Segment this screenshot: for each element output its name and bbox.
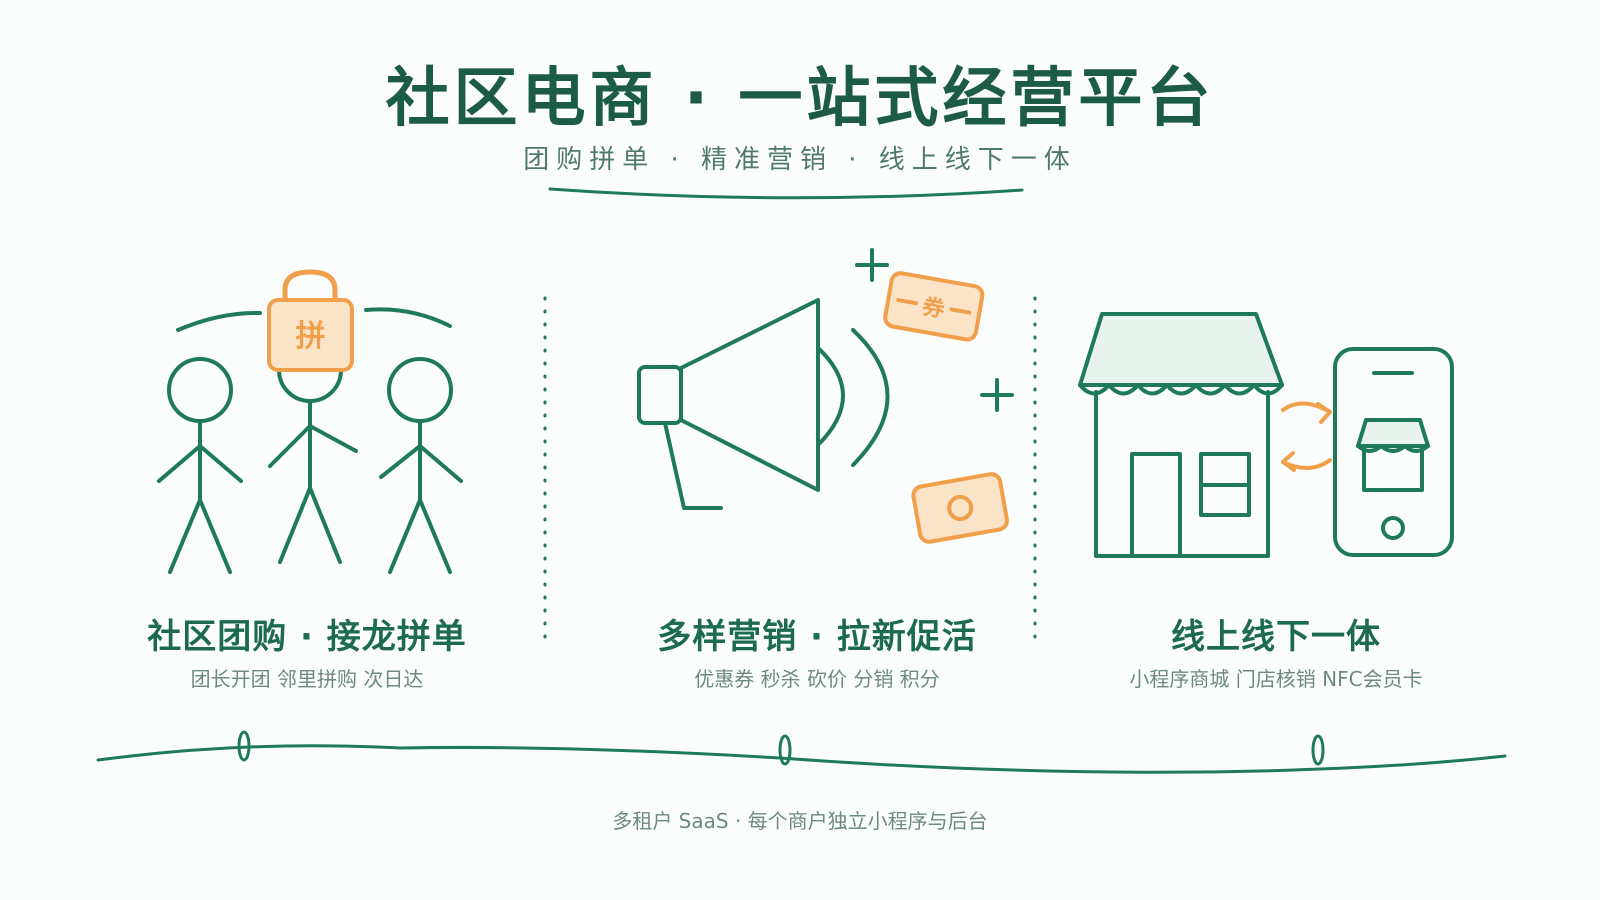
timeline-marker-2 xyxy=(778,734,792,766)
megaphone-icon xyxy=(637,298,890,510)
footer-note: 多租户 SaaS · 每个商户独立小程序与后台 xyxy=(612,809,988,833)
sync-arrows-icon xyxy=(1281,401,1332,472)
connection-arc-right xyxy=(364,307,452,328)
column-3-subtitle: 小程序商城 门店核销 NFC会员卡 xyxy=(1129,667,1423,691)
page-subtitle: 团购拼单 · 精准营销 · 线上线下一体 xyxy=(523,145,1077,175)
column-2-subtitle: 优惠券 秒杀 砍价 分销 积分 xyxy=(694,667,940,691)
column-1-title: 社区团购 · 接龙拼单 xyxy=(147,617,467,657)
connection-arc-left xyxy=(176,310,262,332)
coupon-icon: 券 xyxy=(883,271,985,342)
three-people-icon xyxy=(157,307,463,574)
page-title: 社区电商 · 一站式经营平台 xyxy=(385,62,1215,136)
store-icon xyxy=(1078,312,1284,558)
plus-sign-middle xyxy=(980,378,1014,412)
timeline-marker-3 xyxy=(1311,734,1325,766)
header-underline xyxy=(548,187,1024,200)
coupon-label: 券 xyxy=(919,293,947,323)
person-center-icon xyxy=(268,337,358,564)
timeline-line xyxy=(96,744,1507,774)
column-2-title: 多样营销 · 拉新促活 xyxy=(657,617,977,657)
column-3-title: 线上线下一体 xyxy=(1171,617,1381,657)
group-buy-badge-label: 拼 xyxy=(296,319,326,354)
group-buy-bag-icon: 拼 xyxy=(267,269,354,372)
person-left-icon xyxy=(157,357,243,574)
plus-sign-top xyxy=(855,248,889,282)
smartphone-icon xyxy=(1333,347,1454,557)
cash-ticket-icon xyxy=(911,472,1009,544)
column-1-subtitle: 团长开团 邻里拼购 次日达 xyxy=(190,667,424,691)
timeline-marker-1 xyxy=(237,730,251,762)
person-right-icon xyxy=(379,357,463,574)
